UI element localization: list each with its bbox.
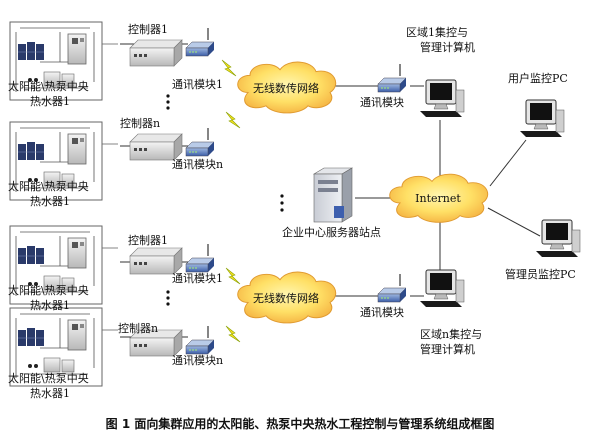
area-1-computer-label-a: 区域1集控与 — [406, 26, 468, 39]
heater-label-1b: 热水器1 — [30, 95, 70, 108]
controller-n-top-label: 控制器n — [120, 117, 161, 130]
enterprise-server-label: 企业中心服务器站点 — [282, 226, 381, 239]
comm-module-1-top-label: 通讯模块1 — [172, 78, 223, 91]
area-1-computer-label-b: 管理计算机 — [420, 41, 475, 54]
controller-n-bottom-label: 控制器n — [118, 322, 159, 335]
internet-text: Internet — [415, 192, 461, 205]
heater-label-3b: 热水器1 — [30, 299, 70, 312]
comm-module-1-bottom-label: 通讯模块1 — [172, 272, 223, 285]
heater-label-1a: 太阳能\热泵中央 — [8, 80, 89, 93]
heater-label-4b: 热水器1 — [30, 387, 70, 400]
admin-pc-label: 管理员监控PC — [505, 268, 576, 281]
wireless-network-top-text: 无线数传网络 — [253, 81, 319, 95]
heater-label-2a: 太阳能\热泵中央 — [8, 180, 89, 193]
comm-module-top-label: 通讯模块 — [360, 96, 404, 109]
heater-label-4a: 太阳能\热泵中央 — [8, 372, 89, 385]
user-pc-label: 用户监控PC — [508, 72, 568, 85]
wireless-network-bottom-text: 无线数传网络 — [253, 291, 319, 305]
comm-module-n-top-label: 通讯模块n — [172, 158, 224, 171]
figure-caption: 图 1 面向集群应用的太阳能、热泵中央热水工程控制与管理系统组成框图 — [105, 417, 495, 431]
comm-module-n-bottom-label: 通讯模块n — [172, 354, 224, 367]
area-n-computer-label-b: 管理计算机 — [420, 343, 475, 356]
heater-label-3a: 太阳能\热泵中央 — [8, 284, 89, 297]
controller-1-top-label: 控制器1 — [128, 23, 168, 36]
area-n-computer-label-a: 区域n集控与 — [420, 328, 483, 341]
heater-label-2b: 热水器1 — [30, 195, 70, 208]
comm-module-bottom-label: 通讯模块 — [360, 306, 404, 319]
controller-1-bottom-label: 控制器1 — [128, 234, 168, 247]
